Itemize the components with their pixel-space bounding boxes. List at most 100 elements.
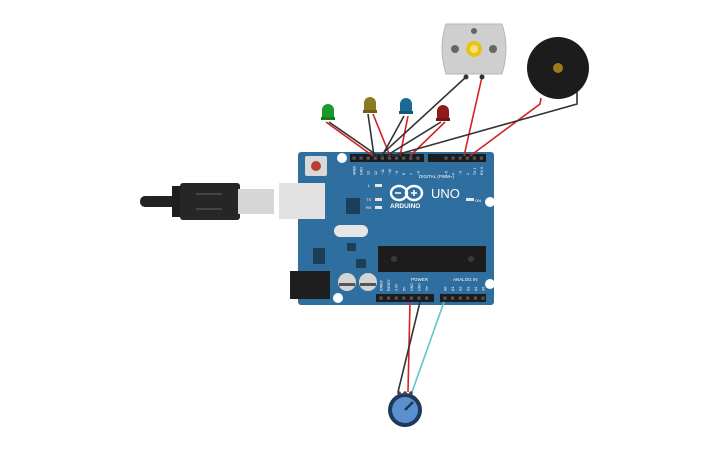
analog-pin-label: A2 [459, 287, 463, 291]
arduino-board[interactable]: ARDUINO UNO DIGITAL (PWM~) POWER ANALOG … [279, 152, 495, 305]
analog-header [440, 294, 486, 302]
potentiometer[interactable] [388, 391, 422, 427]
motor-wire-red [463, 76, 483, 157]
digital-pin-hole[interactable] [387, 156, 392, 160]
digital-pin-hole[interactable] [479, 156, 484, 160]
chip-tiny [347, 243, 356, 251]
analog-pin-hole[interactable] [481, 296, 485, 300]
chip-tiny [356, 259, 366, 268]
mounting-hole [485, 197, 495, 207]
power-pin-hole[interactable] [387, 296, 391, 300]
digital-pin-hole[interactable] [366, 156, 370, 160]
mounting-hole [485, 279, 495, 289]
power-pin-label: IOREF [380, 279, 384, 291]
digital-pin-hole[interactable] [465, 156, 469, 160]
power-pin-hole[interactable] [417, 296, 421, 300]
led-label: TX [366, 197, 371, 202]
digital-pin-label: ~11 [381, 169, 385, 175]
digital-pin-label: 13 [367, 171, 371, 175]
red-led-wire-red [409, 121, 446, 157]
digital-pin-hole[interactable] [472, 156, 476, 160]
capacitor-band [339, 283, 355, 286]
digital-pin-label: ~3 [459, 171, 463, 175]
digital-pin-hole[interactable] [380, 156, 384, 160]
digital-pin-hole[interactable] [395, 156, 399, 160]
led-tx [375, 198, 382, 201]
digital-pin-hole[interactable] [402, 156, 406, 160]
power-pin-label: Vin [425, 286, 429, 291]
usb-cable [140, 183, 274, 220]
power-pin-label: GND [418, 283, 422, 291]
buzzer-wire-black [391, 92, 578, 157]
brand-label: ARDUINO [390, 203, 420, 210]
on-label: ON [475, 198, 481, 203]
digital-pin-hole[interactable] [352, 156, 356, 160]
digital-pin-label: 4 [452, 173, 456, 175]
led-label: RX [366, 205, 372, 210]
reset-button-cap[interactable] [311, 161, 321, 171]
capacitor [359, 273, 377, 291]
red-led-wire-black [385, 121, 442, 157]
motor-terminal [463, 74, 469, 80]
analog-header-label: ANALOG IN [453, 277, 478, 282]
digital-pin-hole[interactable] [409, 156, 413, 160]
led-rx [375, 206, 382, 209]
usb-port [279, 183, 325, 219]
usb-plug-grip [196, 193, 222, 210]
status-leds: L TX RX [366, 183, 382, 210]
on-led [466, 198, 474, 201]
power-pin-hole[interactable] [379, 296, 383, 300]
dc-motor[interactable] [441, 23, 507, 80]
pot-terminal [403, 391, 407, 395]
red-led[interactable] [436, 105, 450, 121]
piezo-buzzer[interactable] [527, 37, 589, 99]
power-pin-label: 5V [402, 286, 406, 291]
analog-pin-hole[interactable] [443, 296, 447, 300]
digital-pin-hole[interactable] [444, 156, 448, 160]
green-led-wire-black [328, 121, 379, 157]
digital-pin-hole[interactable] [416, 156, 420, 160]
mounting-hole [337, 153, 347, 163]
digital-pin-hole[interactable] [359, 156, 363, 160]
digital-pin-label: 12 [374, 171, 378, 175]
motor-terminal [479, 74, 485, 80]
motor-tab [489, 45, 497, 53]
analog-pin-hole[interactable] [451, 296, 455, 300]
digital-pin-hole[interactable] [458, 156, 462, 160]
digital-pin-hole[interactable] [451, 156, 455, 160]
analog-pin-hole[interactable] [466, 296, 470, 300]
analog-pin-label: A0 [444, 287, 448, 291]
motor-tab [471, 28, 477, 34]
power-pin-hole[interactable] [394, 296, 398, 300]
analog-pin-label: A5 [482, 287, 486, 291]
chip-notch [468, 256, 474, 262]
power-pin-hole[interactable] [402, 296, 406, 300]
power-pin-hole[interactable] [425, 296, 429, 300]
green-led[interactable] [321, 104, 335, 120]
analog-pin-hole[interactable] [458, 296, 462, 300]
digital-pin-label: GND [360, 167, 364, 175]
analog-pin-hole[interactable] [473, 296, 477, 300]
digital-pin-label: 8 [402, 173, 406, 175]
voltage-regulator [313, 248, 325, 264]
power-pin-hole[interactable] [409, 296, 413, 300]
digital-pin-label: 2 [466, 173, 470, 175]
mounting-hole [333, 293, 343, 303]
chip-notch [391, 256, 397, 262]
power-pin-label: GND [410, 283, 414, 291]
blue-led-wire-black [381, 115, 405, 157]
digital-header-high [350, 154, 424, 162]
buzzer-center [553, 63, 563, 73]
pot-terminal [397, 391, 401, 395]
usb-plug-body [180, 183, 240, 220]
digital-pin-label: 7 [409, 173, 413, 175]
crystal [334, 225, 368, 237]
yellow-led[interactable] [363, 97, 377, 113]
analog-pin-label: A3 [466, 287, 470, 291]
blue-led[interactable] [399, 98, 413, 114]
digital-pin-label: TX 1 [473, 167, 477, 175]
digital-pin-hole[interactable] [373, 156, 377, 160]
pot-terminal [409, 391, 413, 395]
capacitor-band [360, 283, 376, 286]
